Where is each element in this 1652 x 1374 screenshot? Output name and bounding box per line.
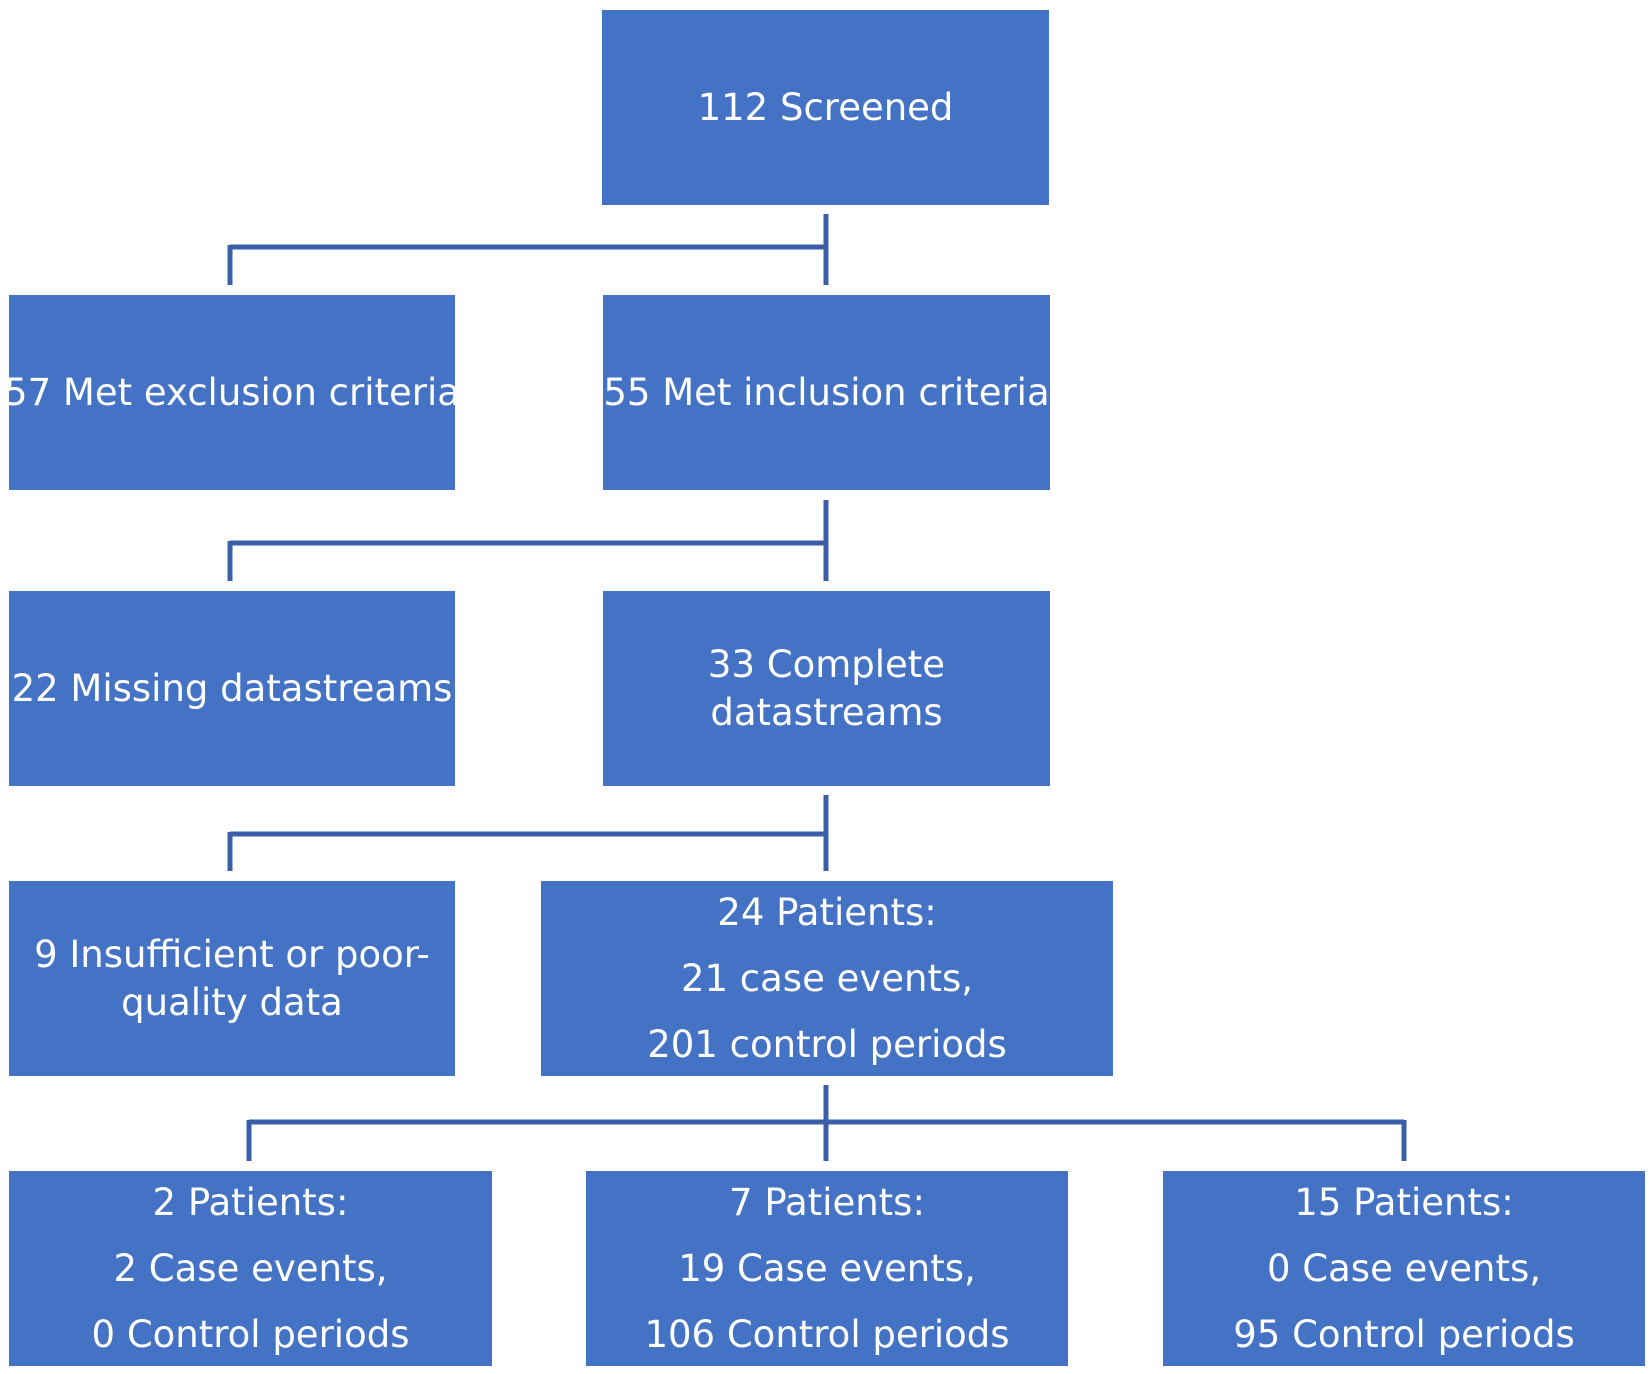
node-patients2-line-2: 2 Case events,: [113, 1246, 388, 1290]
node-patients2-line-3: 0 Control periods: [91, 1312, 410, 1356]
node-patients7-line-2: 19 Case events,: [678, 1246, 976, 1290]
node-patients24-line-1: 24 Patients:: [717, 890, 937, 934]
node-patients15-line-1: 15 Patients:: [1294, 1180, 1514, 1224]
node-included: 55 Met inclusion criteria: [603, 295, 1050, 490]
node-patients7-line-3: 106 Control periods: [644, 1312, 1010, 1356]
node-complete-line-2: datastreams: [710, 690, 943, 734]
node-patients15-line-2: 0 Case events,: [1266, 1246, 1542, 1290]
node-excluded: 57 Met exclusion criteria: [4, 295, 460, 490]
node-excluded-line-1: 57 Met exclusion criteria: [4, 370, 460, 414]
node-patients24-line-3: 201 control periods: [647, 1022, 1007, 1066]
node-patients2: 2 Patients: 2 Case events, 0 Control per…: [9, 1171, 492, 1366]
node-screened-line-1: 112 Screened: [697, 85, 954, 129]
node-insufficient-line-1: 9 Insufficient or poor-: [34, 932, 430, 976]
node-patients7-line-1: 7 Patients:: [729, 1180, 925, 1224]
node-insufficient: 9 Insufficient or poor- quality data: [9, 881, 455, 1076]
node-complete-line-1: 33 Complete: [707, 642, 946, 686]
node-patients15-line-3: 95 Control periods: [1233, 1312, 1575, 1356]
node-patients2-line-1: 2 Patients:: [152, 1180, 349, 1224]
node-patients24-line-2: 21 case events,: [680, 956, 974, 1000]
node-missing-line-1: 22 Missing datastreams: [11, 666, 453, 710]
node-patients15: 15 Patients: 0 Case events, 95 Control p…: [1163, 1171, 1645, 1366]
node-missing: 22 Missing datastreams: [9, 591, 455, 786]
node-insufficient-line-2: quality data: [121, 980, 343, 1024]
node-complete: 33 Complete datastreams: [603, 591, 1050, 786]
node-included-line-1: 55 Met inclusion criteria: [603, 370, 1050, 414]
node-patients24: 24 Patients: 21 case events, 201 control…: [541, 881, 1113, 1076]
node-screened: 112 Screened: [602, 10, 1049, 205]
node-patients7: 7 Patients: 19 Case events, 106 Control …: [586, 1171, 1068, 1366]
